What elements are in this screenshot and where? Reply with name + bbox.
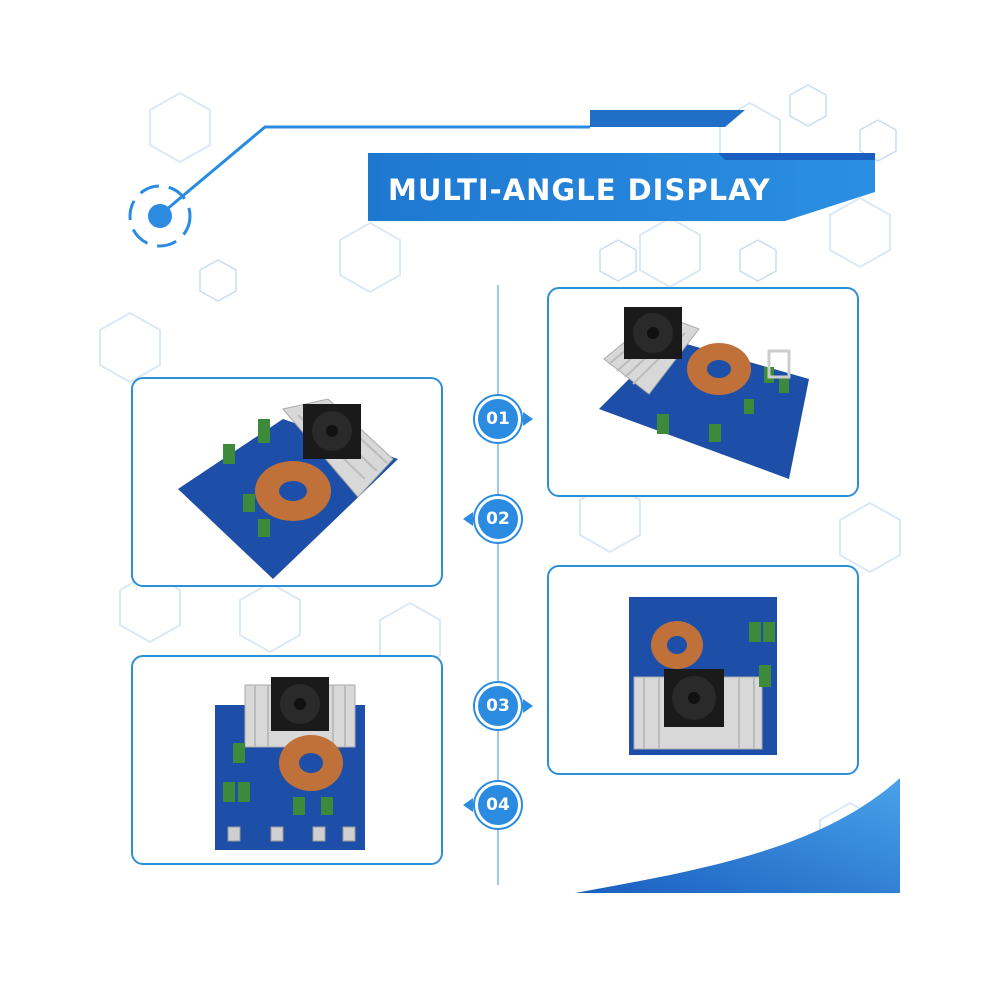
step-badge-03: 03 xyxy=(475,683,521,729)
step-badge-01: 01 xyxy=(475,396,521,442)
fan-icon xyxy=(664,669,724,727)
step-badge-04: 04 xyxy=(475,782,521,828)
fan-icon xyxy=(303,404,361,459)
photo-panel-02 xyxy=(131,377,443,587)
pcb-board-view-02 xyxy=(178,398,398,579)
fan-icon xyxy=(624,307,682,359)
capacitor-icon xyxy=(749,622,775,687)
arrow-left-icon xyxy=(463,512,473,526)
banner-title: MULTI-ANGLE DISPLAY xyxy=(388,173,771,207)
toroid-coil-icon xyxy=(279,735,343,791)
toroid-coil-icon xyxy=(651,621,703,669)
toroid-coil-icon xyxy=(255,461,331,521)
timeline-line xyxy=(497,285,499,885)
photo-panel-03 xyxy=(547,565,859,775)
pcb-board-view-04 xyxy=(215,677,365,850)
capacitor-icon xyxy=(223,743,333,815)
pcb-board-view-01 xyxy=(599,307,809,479)
arrow-right-icon xyxy=(523,412,533,426)
arrow-left-icon xyxy=(463,798,473,812)
arrow-right-icon xyxy=(523,699,533,713)
capacitor-icon xyxy=(223,419,270,537)
toroid-coil-icon xyxy=(687,343,751,395)
photo-panel-04 xyxy=(131,655,443,865)
step-badge-02: 02 xyxy=(475,496,521,542)
pcb-board-view-03 xyxy=(629,597,777,755)
fan-icon xyxy=(271,677,329,731)
photo-panel-01 xyxy=(547,287,859,497)
target-icon xyxy=(128,184,192,248)
